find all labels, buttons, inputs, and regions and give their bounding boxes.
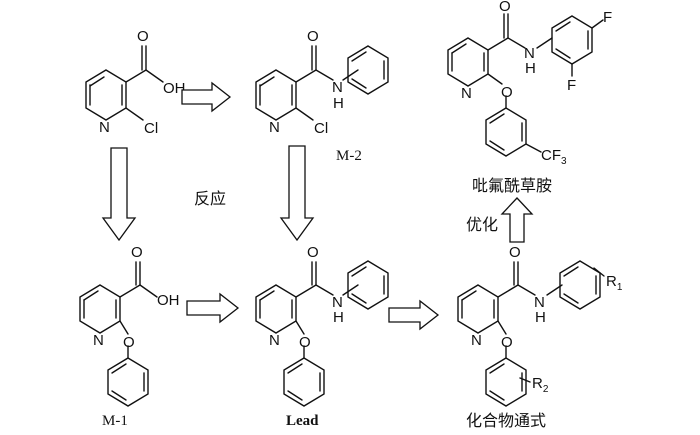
label-m2: M-2 xyxy=(336,148,362,164)
atom-fluorine-para: F xyxy=(603,9,612,26)
label-m1: M-1 xyxy=(102,413,128,429)
arrow-right-bottom-left xyxy=(186,292,240,324)
label-lead: Lead xyxy=(286,413,319,429)
molecule-diflufenican: O N H F F N O CF3 吡氟酰草胺 xyxy=(447,0,612,195)
atom-chlorine: Cl xyxy=(144,120,158,137)
atom-oxygen: O xyxy=(307,244,319,261)
atom-hydrogen: H xyxy=(333,309,344,326)
arrow-right-top xyxy=(181,81,232,113)
label-reaction: 反应 xyxy=(194,189,226,208)
arrow-up-right xyxy=(500,197,534,243)
atom-nitrogen: N xyxy=(461,85,472,102)
atom-hydrogen: H xyxy=(525,60,536,77)
atom-trifluoromethyl: CF3 xyxy=(541,147,567,167)
substituent-r2: R2 xyxy=(532,375,549,395)
atom-nitrogen: N xyxy=(269,332,280,349)
molecule-lead: O N H N O Lead xyxy=(255,244,389,429)
label-general-formula: 化合物通式 xyxy=(466,411,546,430)
molecule-m1: O OH N O M-1 xyxy=(79,244,180,429)
substituent-r1: R1 xyxy=(606,273,623,293)
atom-oxygen: O xyxy=(131,244,143,261)
arrow-down-left xyxy=(101,147,137,242)
atom-hydroxyl: OH xyxy=(163,80,186,97)
label-optimize: 优化 xyxy=(466,215,498,234)
atom-oxygen: O xyxy=(137,28,149,45)
atom-chlorine: Cl xyxy=(314,120,328,137)
molecule-2-chloronicotinic-acid: O OH N Cl xyxy=(85,28,186,137)
atom-nitrogen-amide: N xyxy=(524,45,535,62)
atom-hydrogen: H xyxy=(333,95,344,112)
molecule-m2: O N H N Cl M-2 xyxy=(255,28,389,164)
atom-nitrogen: N xyxy=(269,119,280,136)
atom-nitrogen-amide: N xyxy=(534,294,545,311)
atom-nitrogen: N xyxy=(99,119,110,136)
atom-oxygen: O xyxy=(509,244,521,261)
atom-hydroxyl: OH xyxy=(157,292,180,309)
atom-hydrogen: H xyxy=(535,309,546,326)
atom-oxygen: O xyxy=(499,0,511,15)
molecule-general-formula: O N H R1 N O R2 化合物通式 xyxy=(457,244,623,430)
atom-oxygen: O xyxy=(307,28,319,45)
atom-nitrogen-amide: N xyxy=(332,294,343,311)
atom-ether-oxygen: O xyxy=(501,84,513,101)
atom-ether-oxygen: O xyxy=(501,334,513,351)
arrow-down-middle xyxy=(279,145,315,242)
arrow-right-bottom-right xyxy=(388,299,440,331)
atom-nitrogen: N xyxy=(471,332,482,349)
atom-nitrogen: N xyxy=(93,332,104,349)
atom-ether-oxygen: O xyxy=(299,334,311,351)
atom-ether-oxygen: O xyxy=(123,334,135,351)
label-product-name: 吡氟酰草胺 xyxy=(472,176,552,195)
atom-fluorine-ortho: F xyxy=(567,77,576,94)
atom-nitrogen-amide: N xyxy=(332,79,343,96)
